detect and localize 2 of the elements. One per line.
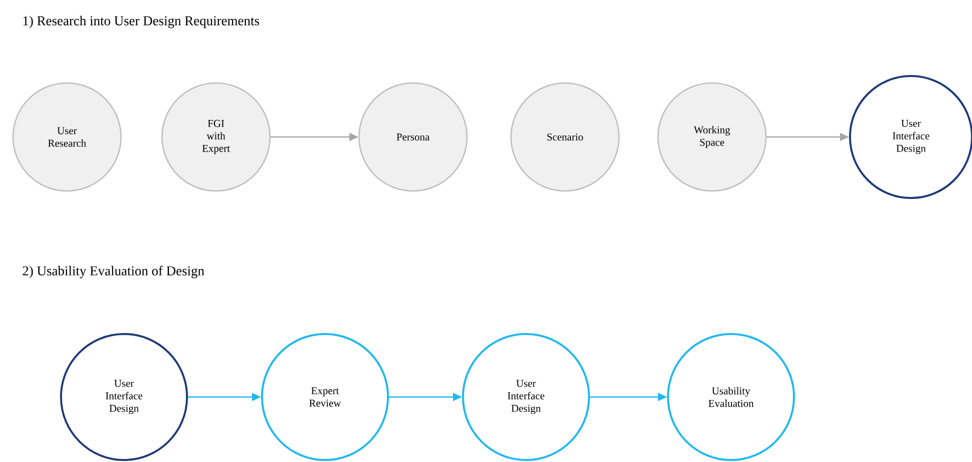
section-heading: 1) Research into User Design Requirements bbox=[23, 16, 260, 28]
section-heading: 2) Usability Evaluation of Design bbox=[22, 266, 204, 278]
